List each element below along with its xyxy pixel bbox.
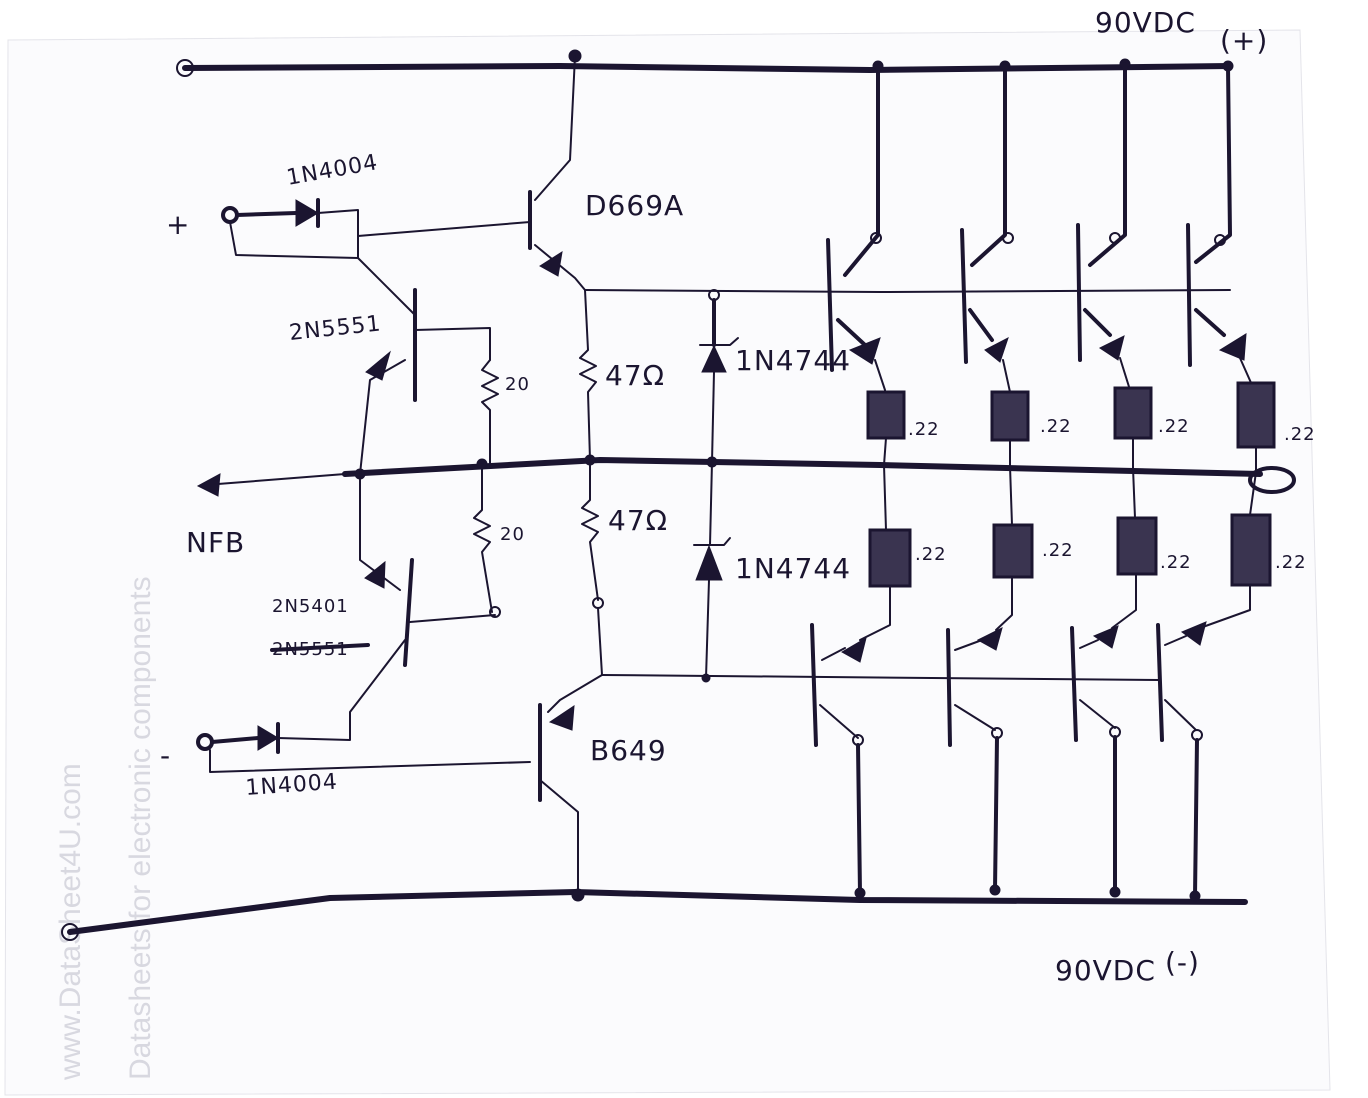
emitter-resistor-7: .22 [1111,467,1192,629]
supply-pos-label: 90VDC [1095,6,1196,39]
q-pnp-driver-label: 2N5401 [272,596,349,617]
nfb-label: NFB [186,526,245,559]
emitter-resistor-8: .22 [1199,471,1307,629]
emitter-resistor-5-label: .22 [915,544,947,565]
nfb-output: NFB [186,473,346,559]
output-pnp-2 [946,627,1003,892]
emitter-resistor-3: .22 [1113,386,1190,469]
emitter-resistor-7-label: .22 [1160,552,1192,573]
transistor-2n5401: 2N5401 2N5551 [270,473,496,667]
output-pnp-1 [810,623,867,895]
transistor-d669a: D669A [357,55,1231,293]
emitter-resistor-5: .22 [859,464,947,641]
emitter-resistor-8-label: .22 [1275,552,1307,573]
output-npn-4 [1186,64,1253,386]
emitter-resistor-2: .22 [990,390,1072,467]
res-bottom-left-label: 20 [500,524,525,545]
supply-neg-label: 90VDC [1055,954,1156,987]
q-top-label: D669A [585,189,684,222]
supply-positive-label: 90VDC (+) [1095,6,1268,57]
zener-bottom: 1N4744 [693,461,851,683]
emitter-resistor-1: .22 [866,390,940,466]
resistor-20-top: 20 [481,359,530,465]
resistor-20-bottom: 20 [473,463,525,618]
res-top-left-label: 20 [505,374,530,395]
emitter-resistor-1-label: .22 [908,419,940,440]
input-minus-label: - [160,739,171,772]
watermark-line-1: www.DataSheet4U.com [54,763,87,1081]
output-pnp-4 [1156,621,1207,898]
input-negative: - 1N4004 [160,639,531,801]
zener-bottom-label: 1N4744 [735,552,851,585]
emitter-resistor-4-label: .22 [1284,424,1316,445]
res-bottom-mid-label: 47Ω [608,504,668,537]
output-pnp-3 [1070,625,1121,894]
output-npn-1 [826,64,886,391]
output-npn-2 [960,64,1014,393]
q-bottom-label: B649 [590,734,667,767]
watermark-line-2: Datasheets for electronic components [124,576,157,1080]
supply-neg-sign: (-) [1165,946,1200,979]
strike-through [270,643,370,652]
paper [4,29,1331,1096]
emitter-resistor-6-label: .22 [1042,540,1074,561]
resistor-47-bottom: 47Ω [581,459,668,676]
emitter-resistor-3-label: .22 [1158,416,1190,437]
watermark: Datasheets for electronic components www… [54,576,157,1081]
negative-rail [61,884,1248,941]
supply-negative-label: 90VDC (-) [1055,946,1200,987]
res-top-mid-label: 47Ω [605,359,665,392]
output-npn-3 [1076,62,1131,391]
emitter-resistor-4: .22 [1236,381,1316,473]
emitter-resistor-2-label: .22 [1040,416,1072,437]
supply-pos-sign: (+) [1220,24,1268,57]
output-bus [342,454,1296,494]
resistor-47-top: 47Ω [579,289,665,461]
emitter-resistor-6: .22 [992,465,1074,631]
transistor-b649: B649 [538,674,1161,896]
input-plus-label: + [166,208,190,241]
